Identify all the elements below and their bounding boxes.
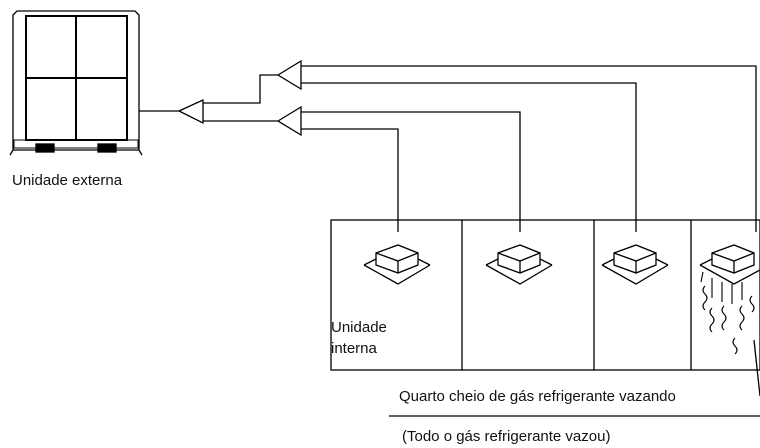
outdoor-unit-label: Unidade externa xyxy=(12,172,123,189)
branch-joint-icon xyxy=(276,105,302,137)
room-caption-sub: (Todo o gás refrigerante vazou) xyxy=(402,428,611,445)
outdoor-unit-icon xyxy=(9,10,143,156)
indoor-unit-label: Unidade interna xyxy=(331,317,387,359)
indoor-unit-label-line2: interna xyxy=(331,340,377,357)
cassette-unit-icon xyxy=(485,244,553,285)
branch-joint-icon xyxy=(177,98,204,125)
cassette-unit-icon xyxy=(363,244,431,285)
gas-leak-icon xyxy=(700,271,755,355)
cassette-unit-icon xyxy=(601,244,669,285)
cassette-unit-icon xyxy=(699,244,760,285)
branch-joint-icon xyxy=(276,59,302,91)
room-caption: Quarto cheio de gás refrigerante vazando xyxy=(399,388,676,405)
indoor-unit-label-line1: Unidade xyxy=(331,319,387,336)
